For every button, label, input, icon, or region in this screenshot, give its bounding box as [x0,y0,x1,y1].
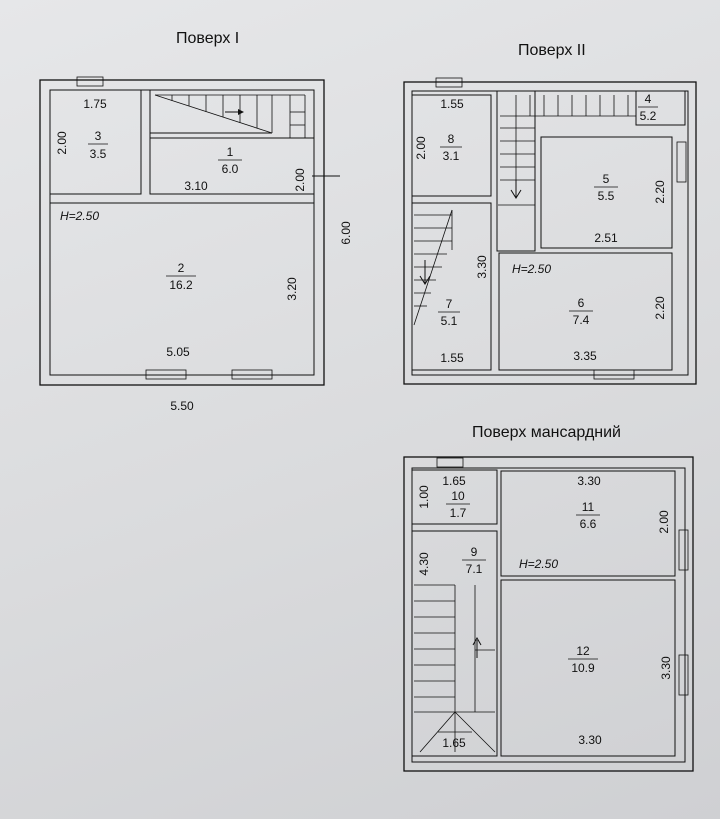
floor-1-title: Поверх I [176,30,240,47]
window-icon [435,77,463,88]
window-icon [436,457,464,468]
room-4-number: 4 [645,92,652,106]
dim-room3-width: 1.75 [83,97,107,111]
room-10-area: 1.7 [450,506,467,520]
room-9-area: 7.1 [466,562,483,576]
floor-2-title: Поверх II [518,42,586,59]
floor-1-plan: 1.75 3 3.5 2.00 1 6.0 3.10 2.00 H=2.50 2… [39,76,353,413]
room-3-area: 3.5 [90,147,107,161]
room-7-staircase [413,209,453,326]
window-icon [676,141,687,183]
room-10-number: 10 [451,489,465,503]
dim-room1-height: 2.00 [293,168,307,192]
room-12-number: 12 [576,644,590,658]
room-11-outline [500,470,676,577]
floor-2-staircase [498,95,636,206]
room-8-area: 3.1 [443,149,460,163]
window-icon [76,76,104,87]
dim-total-width: 5.50 [170,399,194,413]
attic-outer-wall [403,456,694,772]
dim-room9-width: 1.65 [442,736,466,750]
dim-room9-height: 4.30 [417,552,431,576]
window-icon [231,369,273,380]
dim-room8-width: 1.55 [440,97,464,111]
dim-room6-height: 2.20 [653,296,667,320]
attic-floor-title: Поверх мансардний [472,424,621,441]
room-2-area: 16.2 [169,278,193,292]
room-9-outline [411,530,498,757]
window-icon [678,529,689,571]
room-7-outline [411,202,492,371]
window-icon [593,369,635,380]
dim-room5-width: 2.51 [594,231,618,245]
attic-floor-plan: 1.65 1.00 10 1.7 3.30 11 6.6 2.00 4.30 9… [403,456,694,772]
room-2-number: 2 [178,261,185,275]
window-icon [145,369,187,380]
room-7-area: 5.1 [441,314,458,328]
stair-arrow-icon [238,109,244,115]
room-12-outline [500,579,676,757]
dim-room10-height: 1.00 [417,485,431,509]
dim-room12-height: 3.30 [659,656,673,680]
room-1-number: 1 [227,145,234,159]
room-1-outline [149,89,315,195]
room-7-number: 7 [446,297,453,311]
room-11-number: 11 [582,500,595,514]
room-5-number: 5 [603,172,610,186]
dim-room12-width: 3.30 [578,733,602,747]
dim-room2-height: 3.20 [285,277,299,301]
room-6-number: 6 [578,296,585,310]
stair-core-outline [496,90,536,252]
room-9-number: 9 [471,545,478,559]
floor-2-outer-wall [403,81,697,385]
room-6-area: 7.4 [573,313,590,327]
dim-room11-width: 3.30 [577,474,601,488]
dim-room1-width: 3.10 [184,179,208,193]
room-4-area: 5.2 [640,109,657,123]
dim-room3-height: 2.00 [55,131,69,155]
dim-room7-width: 1.55 [440,351,464,365]
attic-ceiling-height: H=2.50 [519,557,558,571]
room-4-outline [635,90,686,126]
room-2-outline [49,202,315,376]
dim-total-height: 6.00 [339,221,353,245]
room-8-outline [411,94,492,197]
room-5-outline [540,136,673,249]
room-3-number: 3 [95,129,102,143]
room-5-area: 5.5 [598,189,615,203]
room-11-area: 6.6 [580,517,597,531]
dim-room8-height: 2.00 [414,136,428,160]
floor-2-plan: 1.55 2.00 8 3.1 4 5.2 5 5.5 2.20 2.51 3.… [403,77,697,385]
dim-room10-width: 1.65 [442,474,466,488]
dim-room11-height: 2.00 [657,510,671,534]
room-1-area: 6.0 [222,162,239,176]
room-12-area: 10.9 [571,661,595,675]
dim-room2-width: 5.05 [166,345,190,359]
floor-2-ceiling-height: H=2.50 [512,262,551,276]
floor-1-staircase [154,94,306,138]
room-10-outline [411,469,498,525]
dim-room5-height: 2.20 [653,180,667,204]
floor-1-ceiling-height: H=2.50 [60,209,99,223]
stair-arrow-icon [472,636,482,646]
room-3-outline [49,89,142,195]
stair-arrow-icon [510,189,522,199]
dim-room6-width: 3.35 [573,349,597,363]
room-8-number: 8 [448,132,455,146]
room-6-outline [498,252,673,371]
window-icon [678,654,689,696]
dim-room7-height: 3.30 [475,255,489,279]
attic-staircase [414,584,496,753]
stair-arrow-icon [419,275,431,285]
floor-1-outer-wall [39,79,325,386]
